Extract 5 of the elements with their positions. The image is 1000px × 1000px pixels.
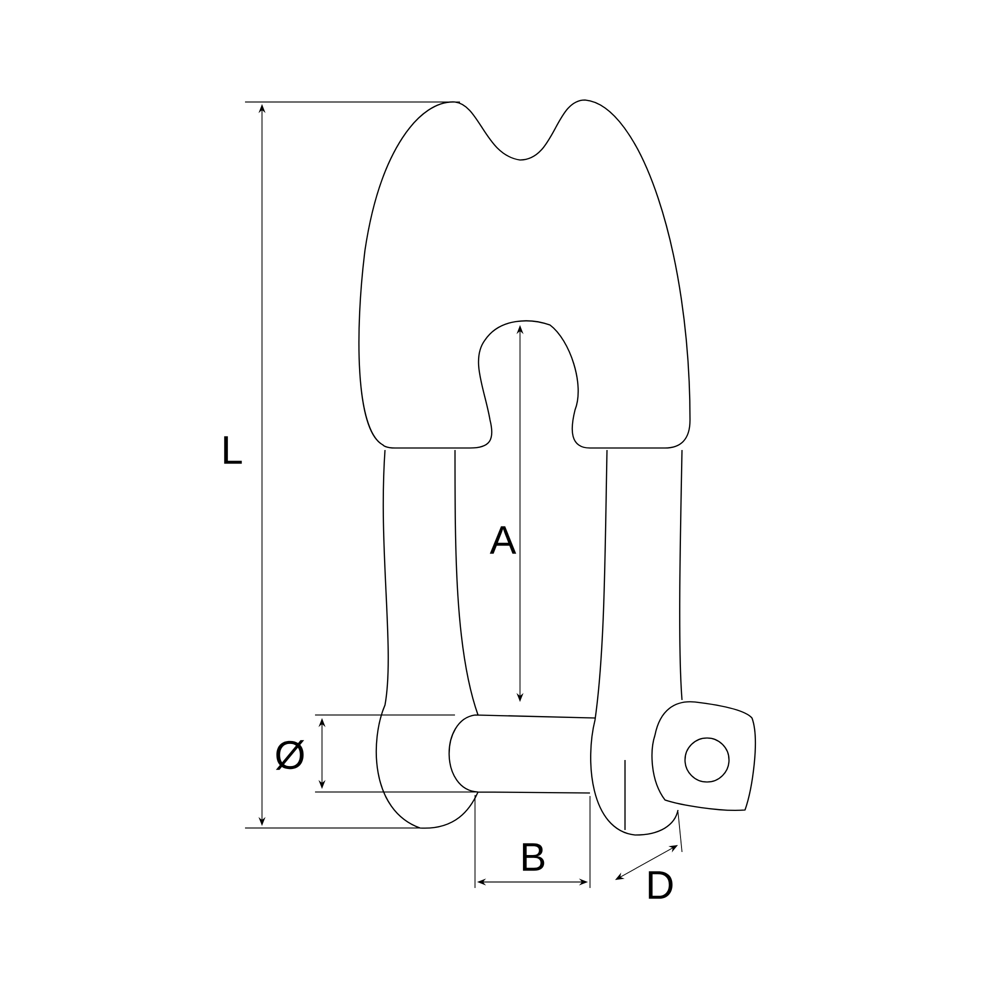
dimension-label: D [648,871,673,899]
dimension-label: Ø [276,740,304,770]
dimension-label: B [522,843,544,871]
dimension-label: A [490,526,516,554]
dimension-label: L [224,436,242,464]
